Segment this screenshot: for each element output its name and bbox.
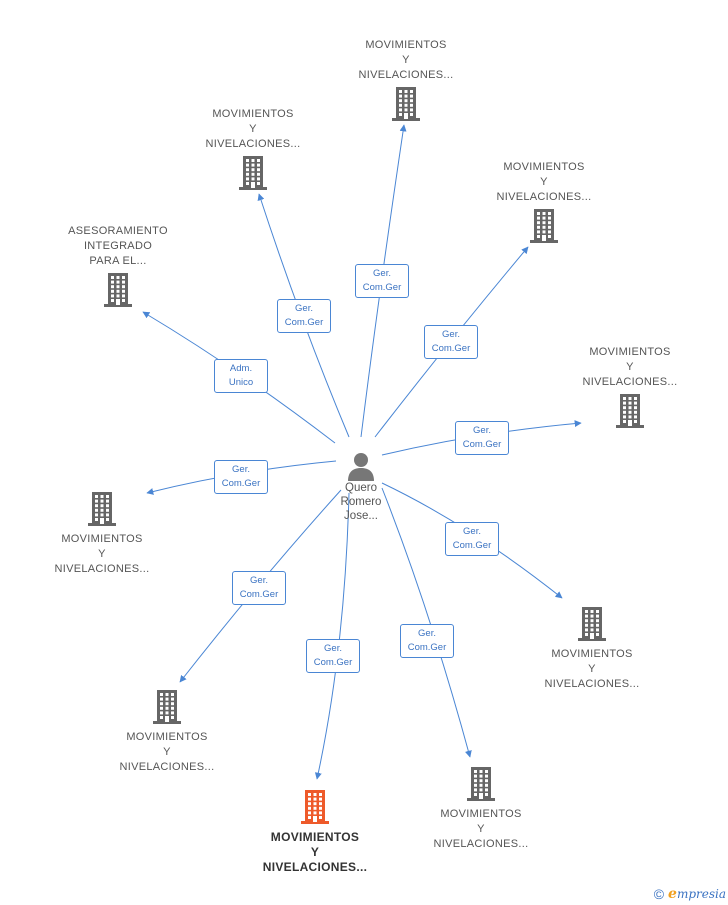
edge-role-label[interactable]: Ger.Com.Ger <box>400 624 454 658</box>
edge-arrow <box>381 487 472 758</box>
edge-role-label[interactable]: Ger.Com.Ger <box>232 571 286 605</box>
edge-role-label[interactable]: Adm.Unico <box>214 359 268 393</box>
edge-role-label[interactable]: Ger.Com.Ger <box>424 325 478 359</box>
building-icon <box>104 273 132 307</box>
edge-role-label[interactable]: Ger.Com.Ger <box>455 421 509 455</box>
building-icon <box>88 492 116 526</box>
building-icon <box>153 690 181 724</box>
building-icon <box>578 607 606 641</box>
edge-role-label[interactable]: Ger.Com.Ger <box>214 460 268 494</box>
edge-role-label[interactable]: Ger.Com.Ger <box>355 264 409 298</box>
building-icon <box>392 87 420 121</box>
footer-brand[interactable]: © empresia <box>654 885 726 903</box>
edge-role-label[interactable]: Ger.Com.Ger <box>306 639 360 673</box>
building-icon <box>616 394 644 428</box>
edge-role-label[interactable]: Ger.Com.Ger <box>277 299 331 333</box>
brand-logo: empresia <box>668 886 726 902</box>
building-icon <box>239 156 267 190</box>
building-icon <box>530 209 558 243</box>
copyright-icon: © <box>653 886 665 902</box>
person-icon <box>348 453 374 481</box>
building-icon <box>467 767 495 801</box>
edge-role-label[interactable]: Ger.Com.Ger <box>445 522 499 556</box>
building-icon <box>301 790 329 824</box>
edge-arrow <box>314 492 350 780</box>
